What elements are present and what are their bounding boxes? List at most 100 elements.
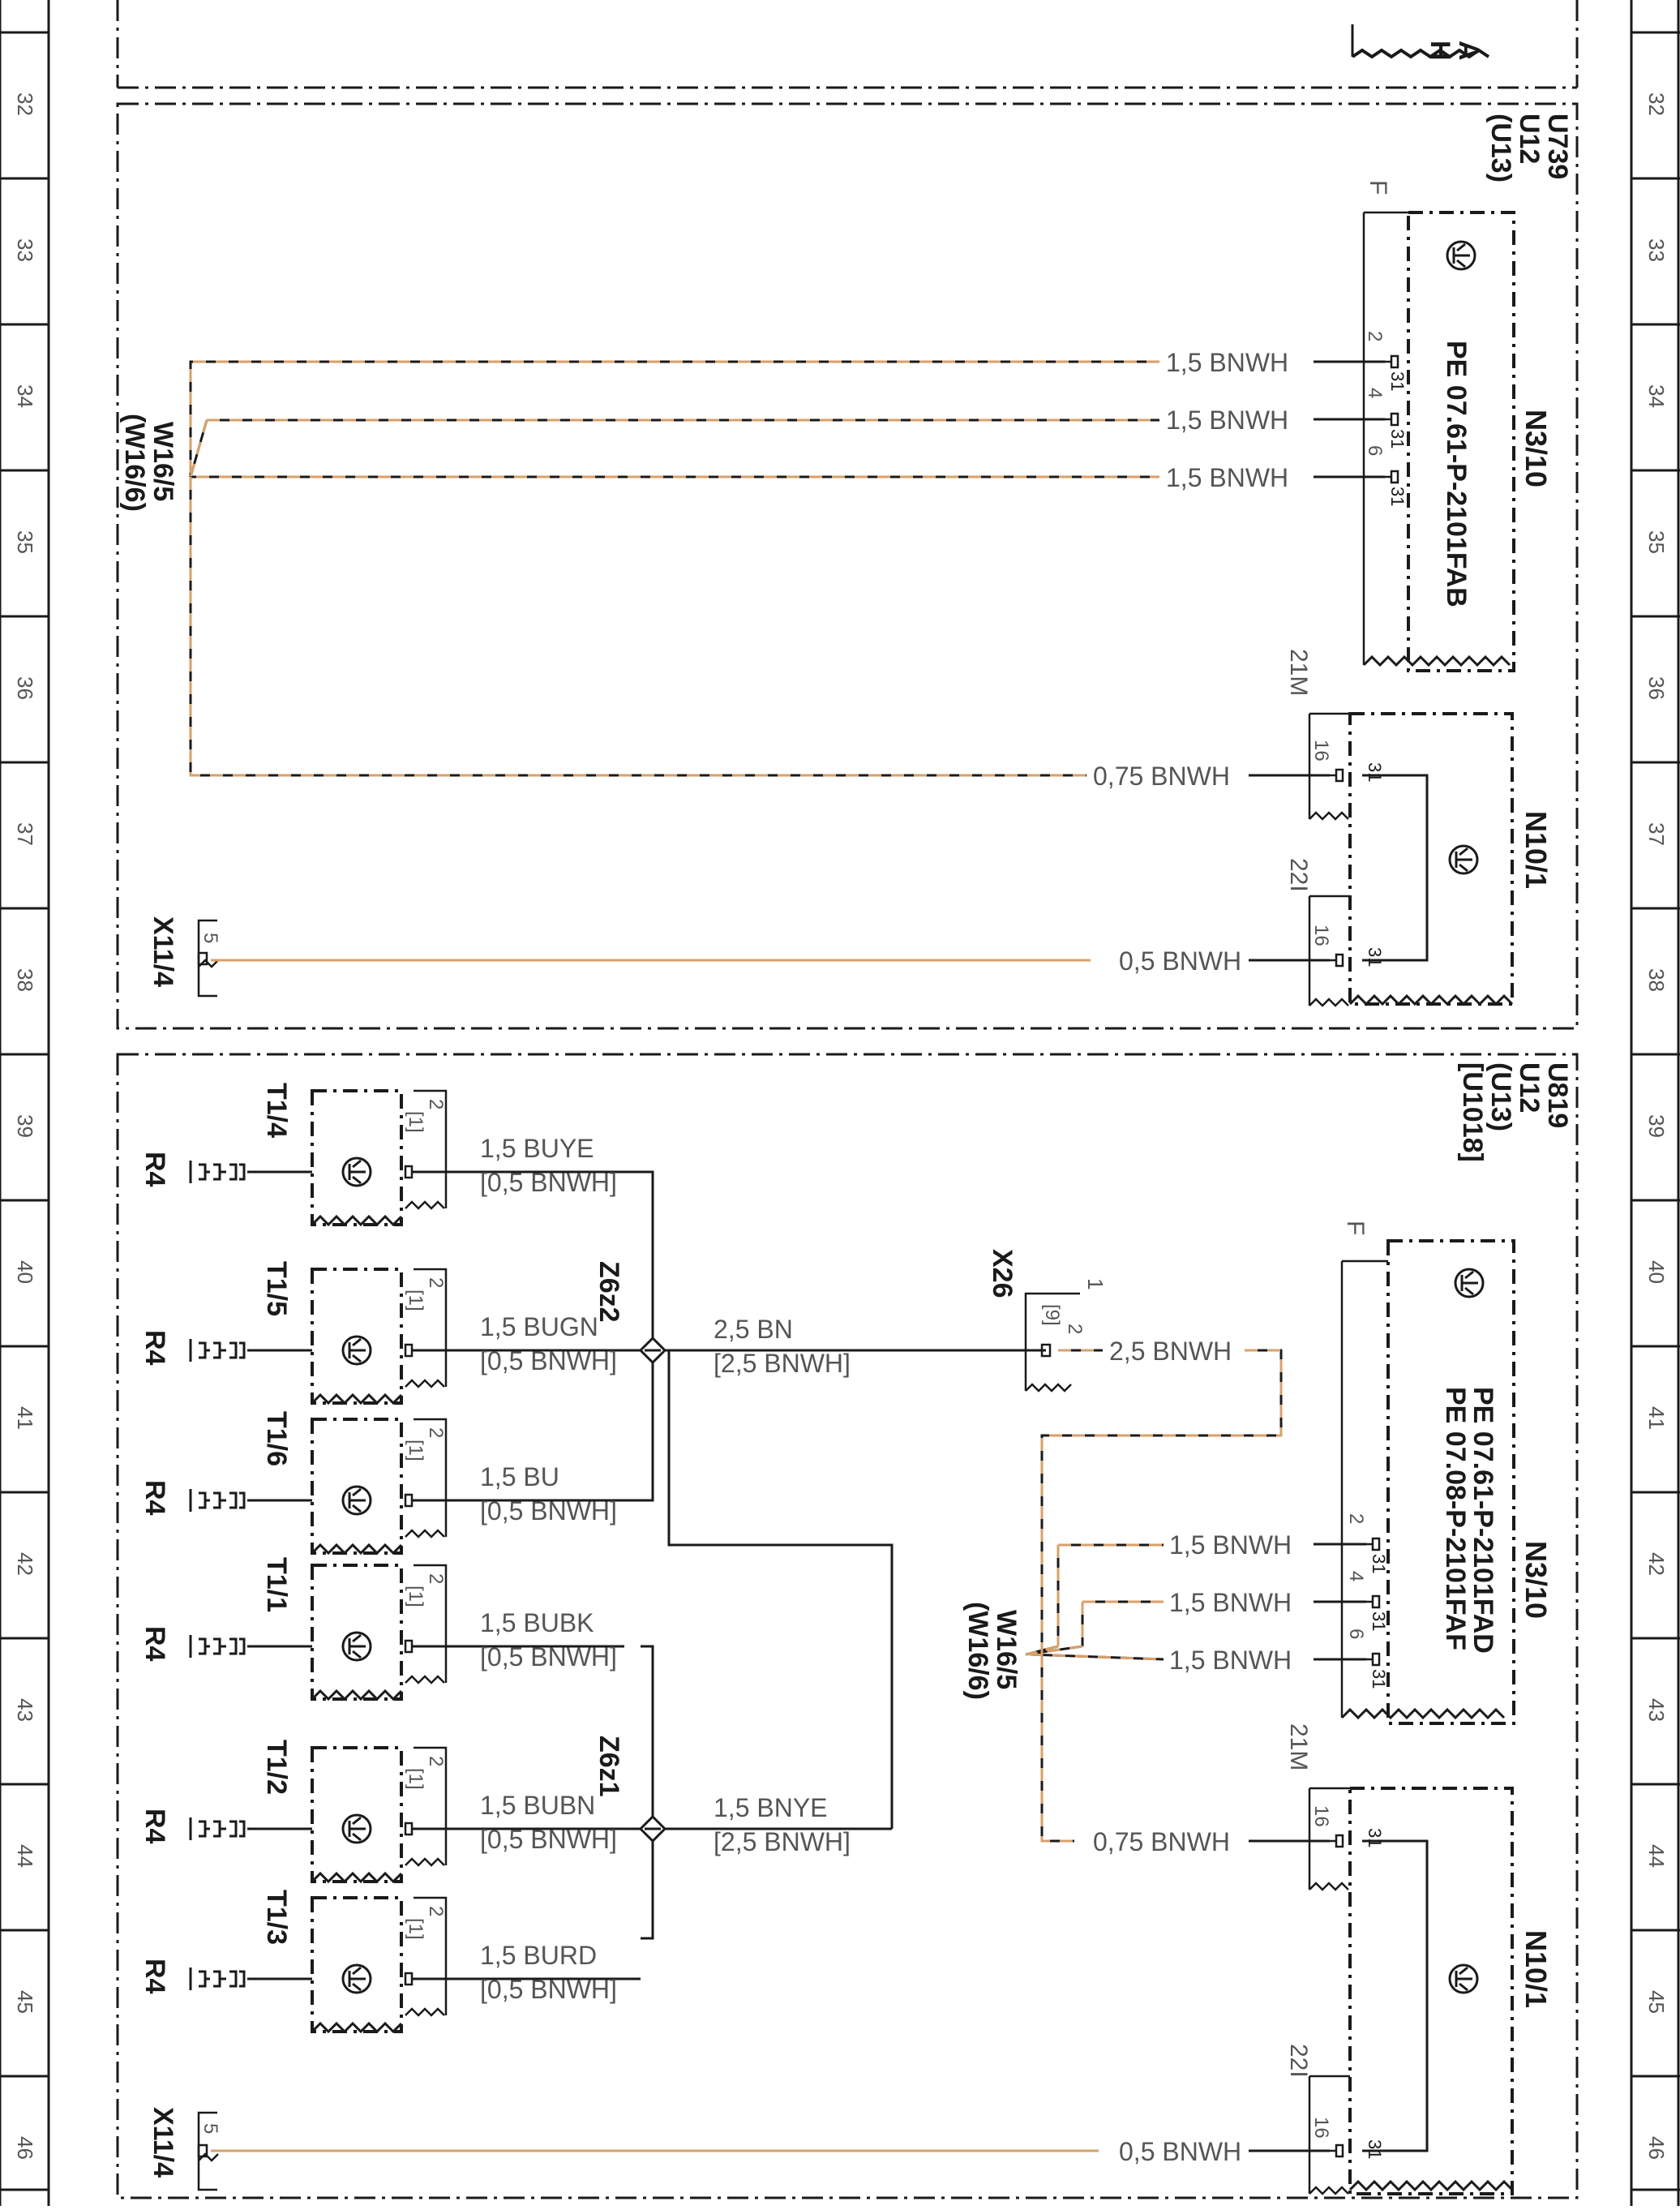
- frame-lower-circuit: [116, 1053, 1579, 2199]
- load-name: R4: [139, 1809, 170, 1844]
- top-letter-a: A: [1453, 41, 1484, 61]
- lower-term-31-b: 31: [1369, 1611, 1389, 1631]
- lower-code-4: [U1018]: [1457, 1062, 1488, 1162]
- transmitter-alt-wire: [0,5 BNWH]: [480, 1346, 617, 1375]
- ruler-number-left: 40: [13, 1260, 37, 1284]
- upper-n3-10-connector: F: [1365, 180, 1391, 195]
- upper-n10-1-c1-wire: 0,75 BNWH: [1093, 762, 1230, 791]
- ruler-number-right: 45: [1644, 1990, 1669, 2014]
- load-name: R4: [139, 1330, 170, 1366]
- ruler-number-left: 33: [13, 238, 37, 262]
- ground-symbol-icon: [341, 1963, 372, 1994]
- upper-x11-4-pin: 5: [199, 933, 221, 943]
- upper-n10-1-c2-connector: 22I: [1285, 858, 1312, 892]
- upper-n3-10-pe-ref: PE 07.61-P-2101FAB: [1441, 341, 1472, 607]
- ground-symbol-icon: [1446, 240, 1476, 271]
- pin-icon: [1328, 768, 1344, 783]
- ruler-number-left: 36: [13, 676, 37, 700]
- lower-x11-4-name: X11/4: [148, 2107, 178, 2178]
- upper-splice-name: W16/5: [148, 422, 178, 501]
- transmitter-alt-wire: [0,5 BNWH]: [480, 1825, 617, 1854]
- ruler-number-right: 42: [1644, 1552, 1669, 1576]
- lower-pin-4: 4: [1345, 1571, 1367, 1581]
- plug-icon: [197, 1341, 246, 1359]
- ground-symbol-icon: [1448, 1963, 1479, 1994]
- transmitter-alt-pin: [1]: [405, 1918, 426, 1940]
- transmitter-alt-pin: [1]: [405, 1290, 426, 1311]
- diagram-labels: H A U739 U12 (U13) N3/10 PE 07.61-P-2101…: [119, 41, 1573, 2178]
- x26-pin-top: 1: [1083, 1278, 1108, 1290]
- ruler-number-left: 41: [13, 1406, 37, 1430]
- lower-code-1: U819: [1542, 1062, 1573, 1128]
- ruler-number-right: 39: [1644, 1114, 1669, 1138]
- load-name: R4: [139, 1480, 170, 1516]
- plug-icon: [197, 1637, 246, 1655]
- lower-splice-name: W16/5: [991, 1610, 1022, 1689]
- ruler-number-left: 32: [13, 92, 37, 116]
- pin-icon: [1383, 412, 1399, 427]
- upper-n10-1-c1-pin: 16: [1310, 740, 1332, 762]
- z6z1-name: Z6z1: [594, 1736, 624, 1797]
- upper-wire-label-2: 1,5 BNWH: [1166, 406, 1288, 435]
- transmitter-name: T1/2: [261, 1740, 292, 1795]
- splice-node-z6z2: [638, 1336, 667, 1365]
- transmitter-wire: 1,5 BUGN: [480, 1312, 598, 1341]
- upper-code-1: U739: [1542, 114, 1573, 179]
- lower-n10-1-c1-pin: 16: [1310, 1805, 1332, 1827]
- ground-symbol-icon: [1448, 844, 1479, 875]
- transmitter-alt-pin: [1]: [405, 1440, 426, 1461]
- upper-n10-1-c2-wire: 0,5 BNWH: [1119, 946, 1241, 976]
- lower-n3-10-name: N3/10: [1519, 1541, 1553, 1619]
- plug-icon: [197, 1163, 246, 1181]
- transmitter-alt-wire: [0,5 BNWH]: [480, 1642, 617, 1671]
- upper-term-31-c: 31: [1387, 487, 1408, 506]
- ruler-number-left: 39: [13, 1114, 37, 1138]
- ground-symbol-icon: [1454, 1268, 1485, 1298]
- lower-wires: [211, 1349, 1366, 2152]
- lower-wire-label-1: 1,5 BNWH: [1169, 1530, 1292, 1560]
- pin-icon: [1383, 470, 1399, 484]
- ruler-number-right: 40: [1644, 1260, 1669, 1284]
- upper-n10-1-c1-term: 31: [1365, 762, 1385, 782]
- upper-pin-6: 6: [1364, 445, 1386, 456]
- lower-n3-10-module: [1340, 1239, 1515, 1725]
- upper-n3-10-name: N3/10: [1519, 410, 1553, 487]
- transmitter-alt-pin: [1]: [405, 1768, 426, 1790]
- ruler-number-right: 33: [1644, 238, 1669, 262]
- z6z2-wire: 2,5 BN: [714, 1315, 793, 1344]
- z6z2-alt-wire: [2,5 BNWH]: [714, 1349, 851, 1378]
- lower-pin-6: 6: [1345, 1629, 1367, 1639]
- ruler-number-right: 32: [1644, 92, 1669, 116]
- upper-term-31-a: 31: [1387, 371, 1408, 391]
- lower-n10-1-c1-wire: 0,75 BNWH: [1093, 1827, 1230, 1856]
- lower-n10-1-c1-term: 31: [1365, 1828, 1385, 1847]
- lower-code-2: U12: [1514, 1062, 1545, 1113]
- ruler-number-right: 37: [1644, 822, 1669, 846]
- lower-n10-1-c2-wire: 0,5 BNWH: [1119, 2137, 1241, 2166]
- upper-wires: [189, 360, 1385, 962]
- transmitter-wire: 1,5 BUBK: [480, 1608, 594, 1637]
- transmitter-name: T1/4: [261, 1083, 292, 1138]
- upper-term-31-b: 31: [1387, 429, 1408, 448]
- lower-n10-1-c2-connector: 22I: [1285, 2044, 1312, 2078]
- splice-node-z6z1: [638, 1814, 667, 1843]
- upper-code-2: U12: [1514, 114, 1545, 164]
- ruler-number-left: 43: [13, 1698, 37, 1722]
- lower-n10-1-c1-connector: 21M: [1285, 1723, 1312, 1770]
- ruler-number-right: 41: [1644, 1406, 1669, 1430]
- plug-icon: [197, 1820, 246, 1838]
- lower-x11-4-pin: 5: [199, 2123, 221, 2134]
- transmitter-pin: 2: [425, 1099, 447, 1109]
- transmitter-pin: 2: [425, 1573, 447, 1584]
- ground-symbol-icon: [341, 1485, 372, 1516]
- x26-wire: 2,5 BNWH: [1109, 1337, 1232, 1366]
- pin-icon: [1365, 1537, 1381, 1551]
- lower-n10-1-name: N10/1: [1519, 1930, 1553, 2008]
